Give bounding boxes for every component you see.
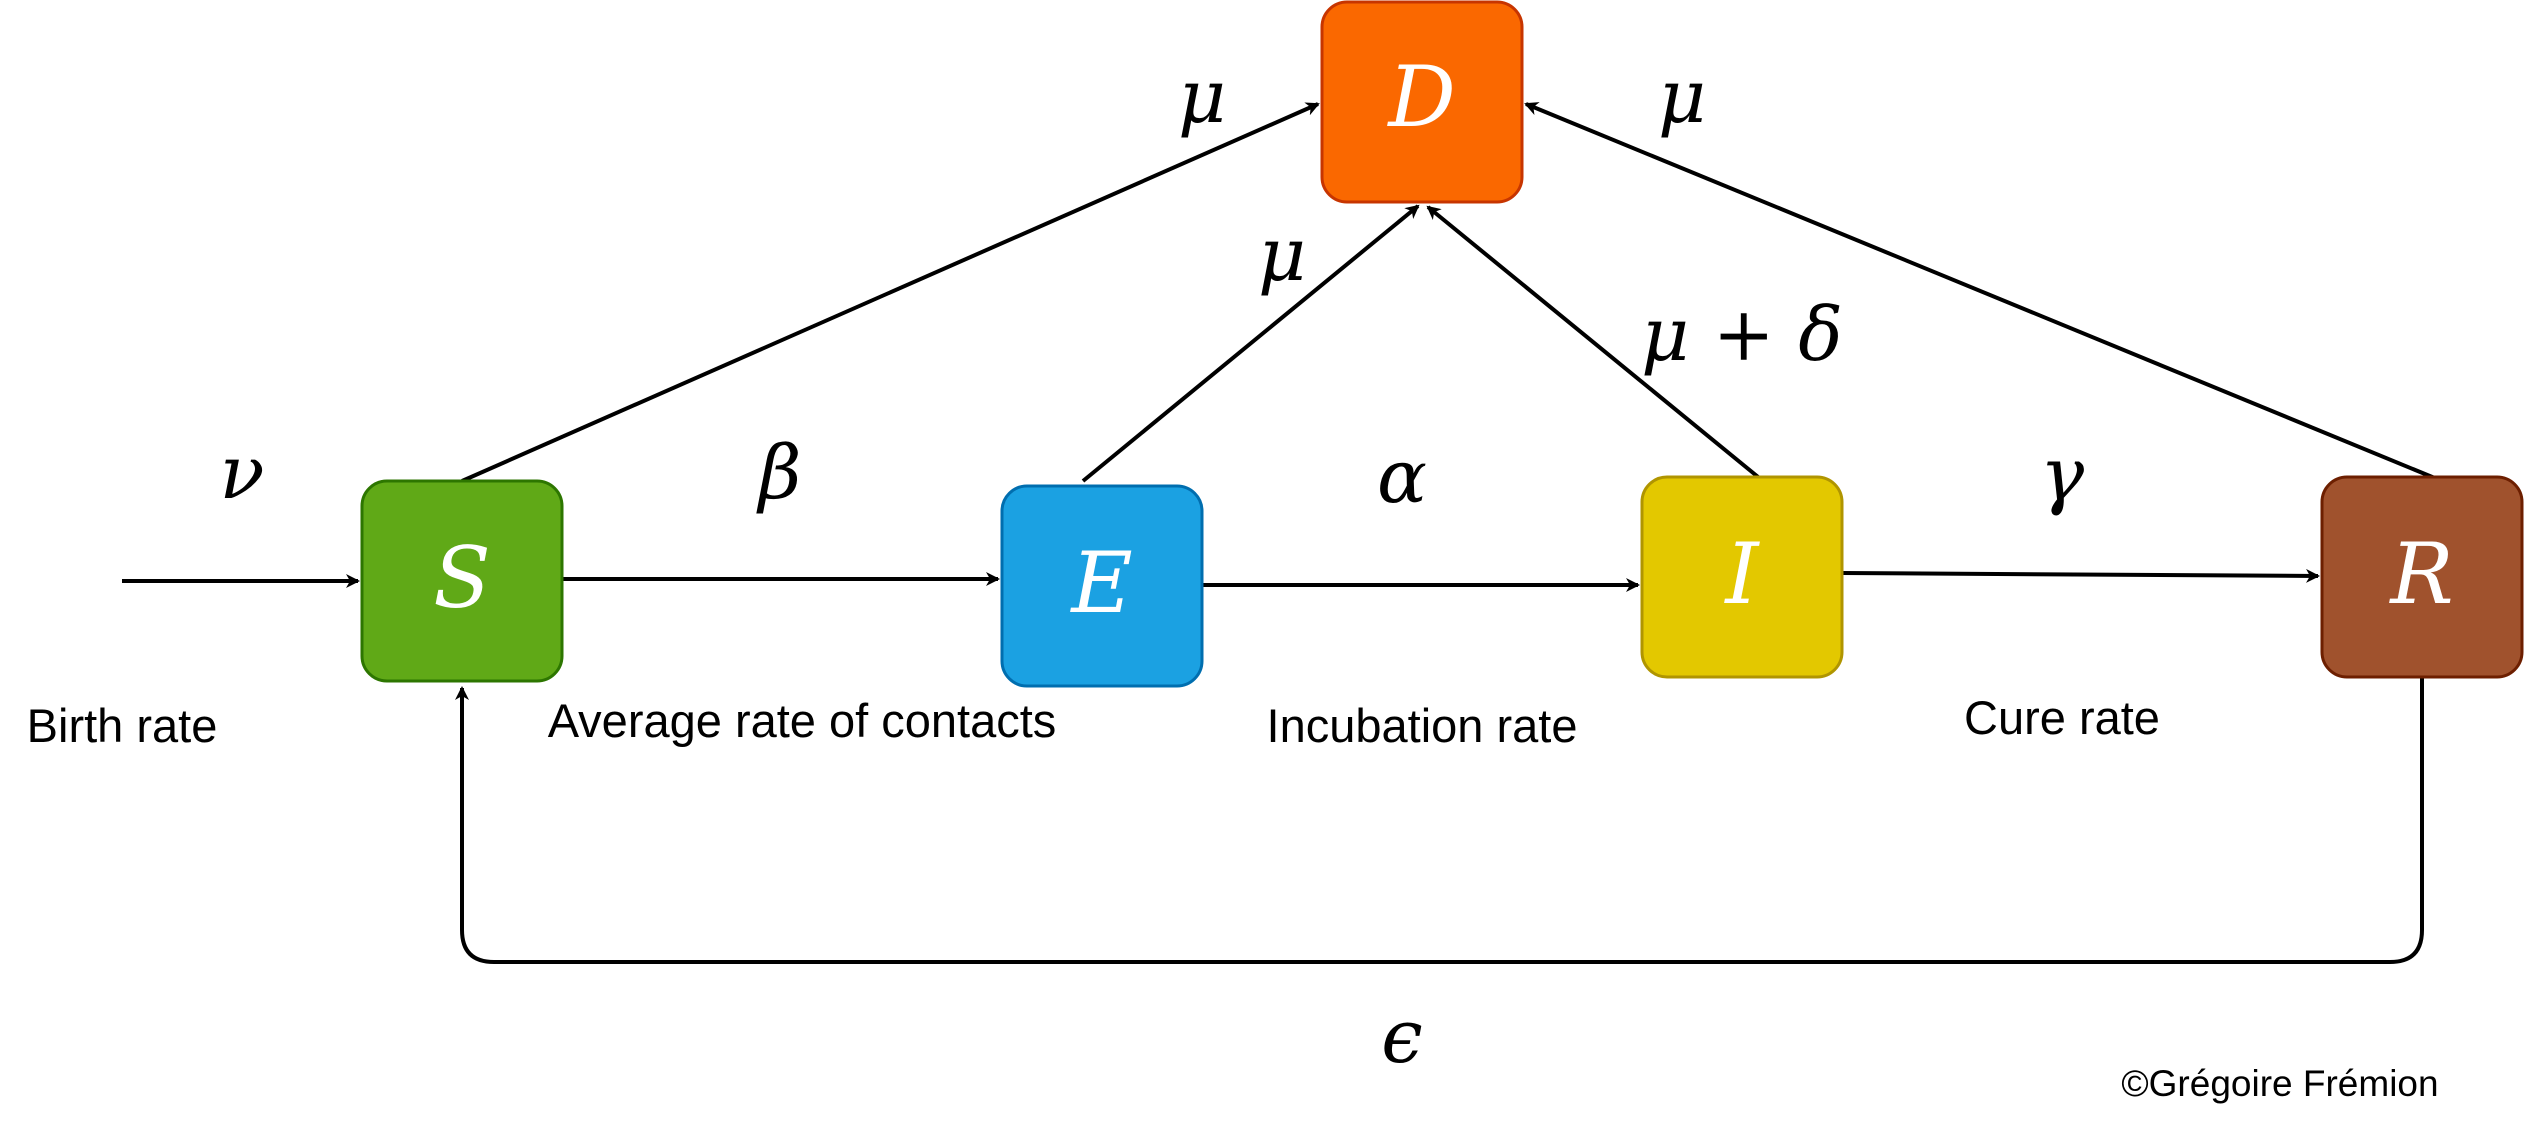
node-d-label: D bbox=[1386, 48, 1455, 146]
rate-incubation-symbol: α bbox=[1377, 434, 1427, 520]
node-i-box bbox=[1640, 475, 1844, 679]
s-to-d-arrow bbox=[461, 102, 1320, 483]
i-to-r-arrow bbox=[1841, 568, 2320, 583]
node-e-label: E bbox=[1069, 534, 1132, 632]
label-birth-rate: Birth rate bbox=[27, 699, 218, 752]
rate-death-e-symbol: μ bbox=[1258, 212, 1306, 298]
i-to-d-arrow bbox=[1426, 205, 1765, 483]
rate-cure-symbol: γ bbox=[2040, 432, 2085, 518]
rate-death-i-symbol: μ + δ bbox=[1641, 292, 1843, 378]
r-to-s-loop-arrow bbox=[455, 678, 2424, 964]
e-to-d-arrow bbox=[1081, 204, 1420, 483]
credit-text: ©Grégoire Frémion bbox=[2121, 1063, 2438, 1104]
node-r-label: R bbox=[2388, 525, 2453, 623]
rate-death-r-symbol: μ bbox=[1658, 54, 1706, 140]
node-s: S bbox=[360, 479, 564, 683]
node-d-box bbox=[1320, 0, 1524, 204]
node-r: R bbox=[2320, 475, 2524, 679]
node-i-label: I bbox=[1723, 525, 1760, 623]
r-to-d-arrow bbox=[1524, 102, 2443, 483]
node-i: I bbox=[1640, 475, 1844, 679]
rate-immunity-loss-symbol: ϵ bbox=[1381, 994, 1422, 1080]
label-incubation-rate: Incubation rate bbox=[1267, 699, 1578, 752]
node-d: D bbox=[1320, 0, 1524, 204]
label-contact-rate: Average rate of contacts bbox=[548, 694, 1057, 747]
rate-contact-symbol: β bbox=[756, 430, 802, 516]
rate-death-s-symbol: μ bbox=[1178, 54, 1226, 140]
label-cure-rate: Cure rate bbox=[1964, 691, 2160, 744]
rate-birth-symbol: ν bbox=[220, 430, 265, 516]
node-e-box bbox=[1000, 484, 1204, 688]
node-s-box bbox=[360, 479, 564, 683]
node-e: E bbox=[1000, 484, 1204, 688]
node-s-label: S bbox=[433, 529, 491, 627]
node-r-box bbox=[2320, 475, 2524, 679]
